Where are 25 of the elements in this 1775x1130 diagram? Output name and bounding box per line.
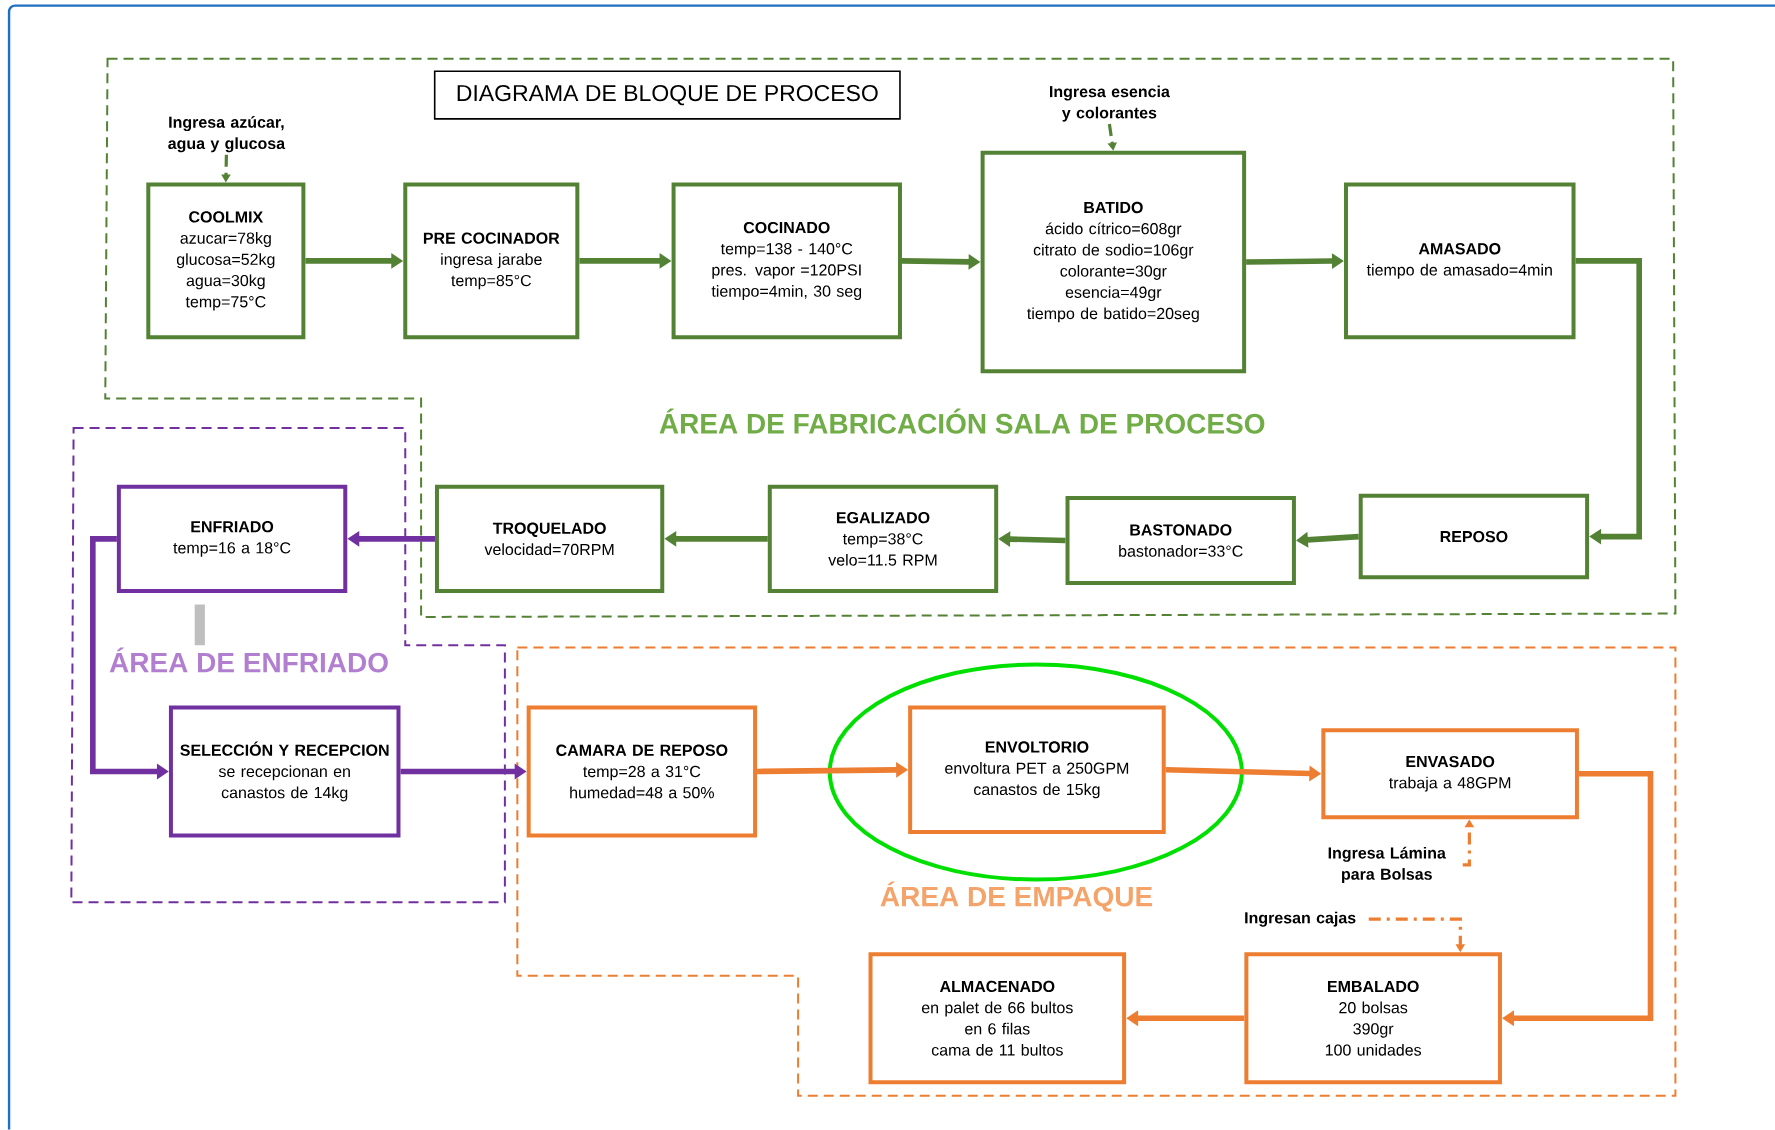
area-label: ÁREA DE FABRICACIÓN SALA DE PROCESO xyxy=(659,408,1265,434)
process-box: COCINADO temp=138 - 140°C pres. vapor =120PSI tiempo=4min, 30 seg xyxy=(671,182,902,340)
process-box: PRE COCINADOR ingresa jarabe temp=85°C xyxy=(403,182,580,340)
process-box: COOLMIX azucar=78kg glucosa=52kg agua=30kg temp=75°C xyxy=(146,182,306,340)
process-box: BATIDO ácido cítrico=608gr citrato de sodio=106gr colorante=30gr esencia=49gr tiempo de batido=20seg xyxy=(980,150,1247,374)
process-box: BASTONADO bastonador=33°C xyxy=(1065,496,1296,586)
input-note: Ingresa azúcar, agua y glucosa xyxy=(168,116,286,153)
input-note: Ingresan cajas xyxy=(1245,911,1356,927)
process-box: TROQUELADO velocidad=70RPM xyxy=(434,484,665,594)
process-box: SELECCIÓN Y RECEPCION se recepcionan en canastos de 14kg xyxy=(168,705,401,838)
process-box: CAMARA DE REPOSO temp=28 a 31°C humedad=48 a 50% xyxy=(526,705,758,838)
process-box: AMASADO tiempo de amasado=4min xyxy=(1344,182,1576,340)
input-note: Ingresa Lámina para Bolsas xyxy=(1328,846,1446,884)
process-box: REPOSO xyxy=(1358,493,1590,580)
process-box: ENVASADO trabaja a 48GPM xyxy=(1321,728,1579,820)
process-box: ENVOLTORIO envoltura PET a 250GPM canastos de 15kg xyxy=(908,705,1166,835)
input-note: Ingresa esencia y colorantes xyxy=(1050,85,1170,122)
arrow xyxy=(1575,258,1642,545)
process-box: EGALIZADO temp=38°C velo=11.5 RPM xyxy=(767,484,999,594)
process-box: EMBALADO 20 bolsas 390gr 100 unidades xyxy=(1244,952,1502,1085)
process-box: ENFRIADO temp=16 a 18°C xyxy=(116,484,348,594)
area-label: ÁREA DE ENFRIADO xyxy=(109,647,388,673)
process-box: ALMACENADO en palet de 66 bultos en 6 filas cama de 11 bultos xyxy=(868,952,1127,1085)
title-box: DIAGRAMA DE BLOQUE DE PROCESO xyxy=(433,70,901,120)
area-label: ÁREA DE EMPAQUE xyxy=(880,881,1153,912)
